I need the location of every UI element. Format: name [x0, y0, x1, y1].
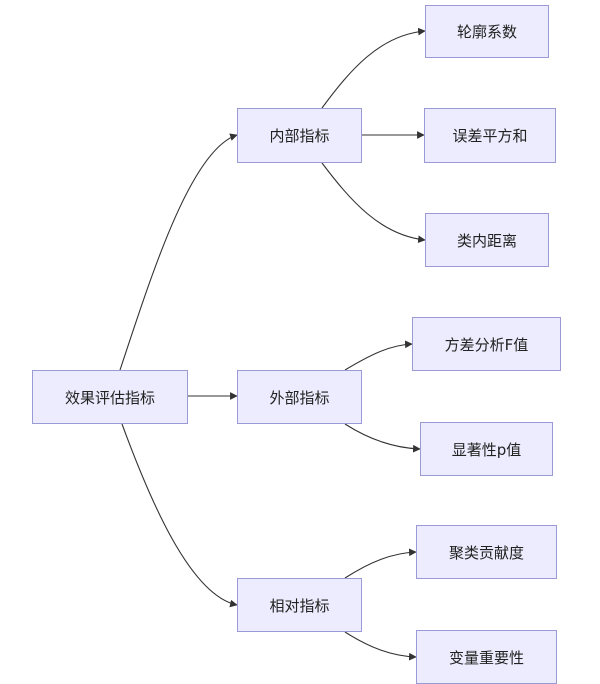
node-relative: 相对指标	[237, 578, 362, 632]
node-sse: 误差平方和	[424, 108, 556, 163]
edge-external-anova	[344, 340, 413, 371]
node-root: 效果评估指标	[32, 370, 188, 424]
node-silhouette: 轮廓系数	[425, 5, 549, 58]
node-external: 外部指标	[237, 370, 362, 424]
node-internal: 内部指标	[237, 108, 362, 163]
node-cluster-contribution: 聚类贡献度	[416, 525, 557, 579]
edge-root-relative	[121, 423, 238, 608]
edge-root-internal	[119, 133, 238, 371]
edge-internal-silhouette	[321, 27, 426, 109]
node-anova-f: 方差分析F值	[412, 317, 561, 371]
node-variable-importance: 变量重要性	[416, 630, 557, 684]
edge-relative-importance	[344, 631, 417, 661]
edge-relative-contribution	[344, 548, 417, 579]
node-significance-p: 显著性p值	[420, 422, 553, 476]
node-intra-distance: 类内距离	[425, 213, 549, 267]
edge-external-significance	[344, 423, 421, 453]
edge-internal-intra-distance	[321, 162, 426, 244]
